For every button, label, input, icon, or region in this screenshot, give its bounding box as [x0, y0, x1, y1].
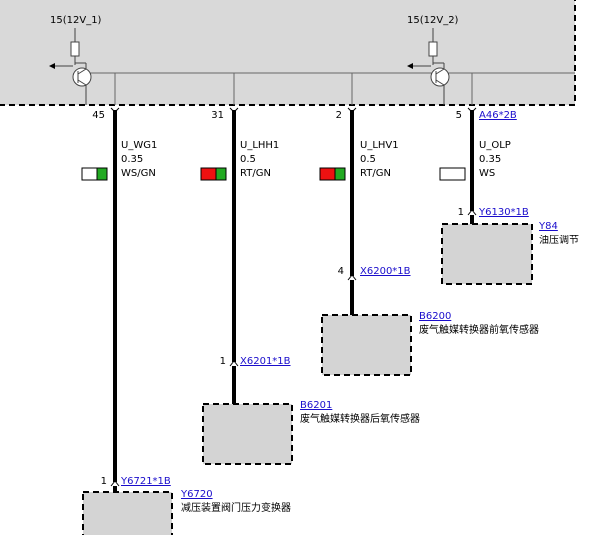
supply-label-1: 15(12V_1)	[50, 15, 102, 26]
component-name-y84: 油压调节	[539, 235, 579, 246]
module-pin-2: 2	[335, 110, 342, 121]
component-link-y6720[interactable]: Y6720	[181, 489, 213, 500]
wire-signal-label: U_LHV1	[360, 140, 399, 151]
wire-signal-label: U_LHH1	[240, 140, 280, 151]
wire-color-label: RT/GN	[360, 168, 391, 179]
component-b6201-box	[202, 403, 293, 465]
wire-u-wg1	[110, 107, 120, 492]
wire-gauge-label: 0.5	[240, 154, 256, 165]
swatch-rt-gn-2	[319, 167, 346, 181]
wire-color-label: WS	[479, 168, 496, 179]
connector-pin: 1	[219, 356, 226, 367]
component-link-b6201[interactable]: B6201	[300, 400, 333, 411]
component-link-y84[interactable]: Y84	[539, 221, 558, 232]
component-y6720-box	[82, 491, 173, 535]
transistor-2-icon	[407, 28, 450, 105]
connector-pin: 1	[100, 476, 107, 487]
wire-gauge-label: 0.5	[360, 154, 376, 165]
wire-gauge-label: 0.35	[479, 154, 502, 165]
module-pin-45: 45	[92, 110, 105, 121]
component-link-b6200[interactable]: B6200	[419, 311, 452, 322]
component-name-b6200: 废气触媒转换器前氧传感器	[419, 325, 539, 336]
control-module-box	[0, 0, 576, 106]
swatch-rt-gn-1	[200, 167, 227, 181]
wire-color-label: RT/GN	[240, 168, 271, 179]
connector-link-y6721[interactable]: Y6721*1B	[121, 476, 171, 487]
component-y84-box	[441, 223, 533, 285]
connector-link-x6200[interactable]: X6200*1B	[360, 266, 411, 277]
connector-link-y6130[interactable]: Y6130*1B	[479, 207, 529, 218]
wire-signal-label: U_WG1	[121, 140, 158, 151]
wire-gauge-label: 0.35	[121, 154, 144, 165]
connector-pin: 4	[337, 266, 344, 277]
wire-signal-label: U_OLP	[479, 140, 511, 151]
supply-label-2: 15(12V_2)	[407, 15, 459, 26]
component-b6200-box	[321, 314, 412, 376]
wire-u-olp	[467, 107, 477, 224]
swatch-ws-gn-1	[81, 167, 108, 181]
module-pin-5: 5	[455, 110, 462, 121]
component-name-y6720: 减压装置阀门压力变换器	[181, 503, 291, 514]
wire-u-lhv1	[347, 107, 357, 315]
module-pin-31: 31	[211, 110, 224, 121]
transistor-1-icon	[49, 28, 92, 105]
wire-u-lhh1	[229, 107, 239, 404]
connector-pin: 1	[457, 207, 464, 218]
connector-link-a46-2b[interactable]: A46*2B	[479, 110, 517, 121]
swatch-ws	[439, 167, 466, 181]
wire-color-label: WS/GN	[121, 168, 156, 179]
component-name-b6201: 废气触媒转换器后氧传感器	[300, 414, 420, 425]
connector-link-x6201[interactable]: X6201*1B	[240, 356, 291, 367]
